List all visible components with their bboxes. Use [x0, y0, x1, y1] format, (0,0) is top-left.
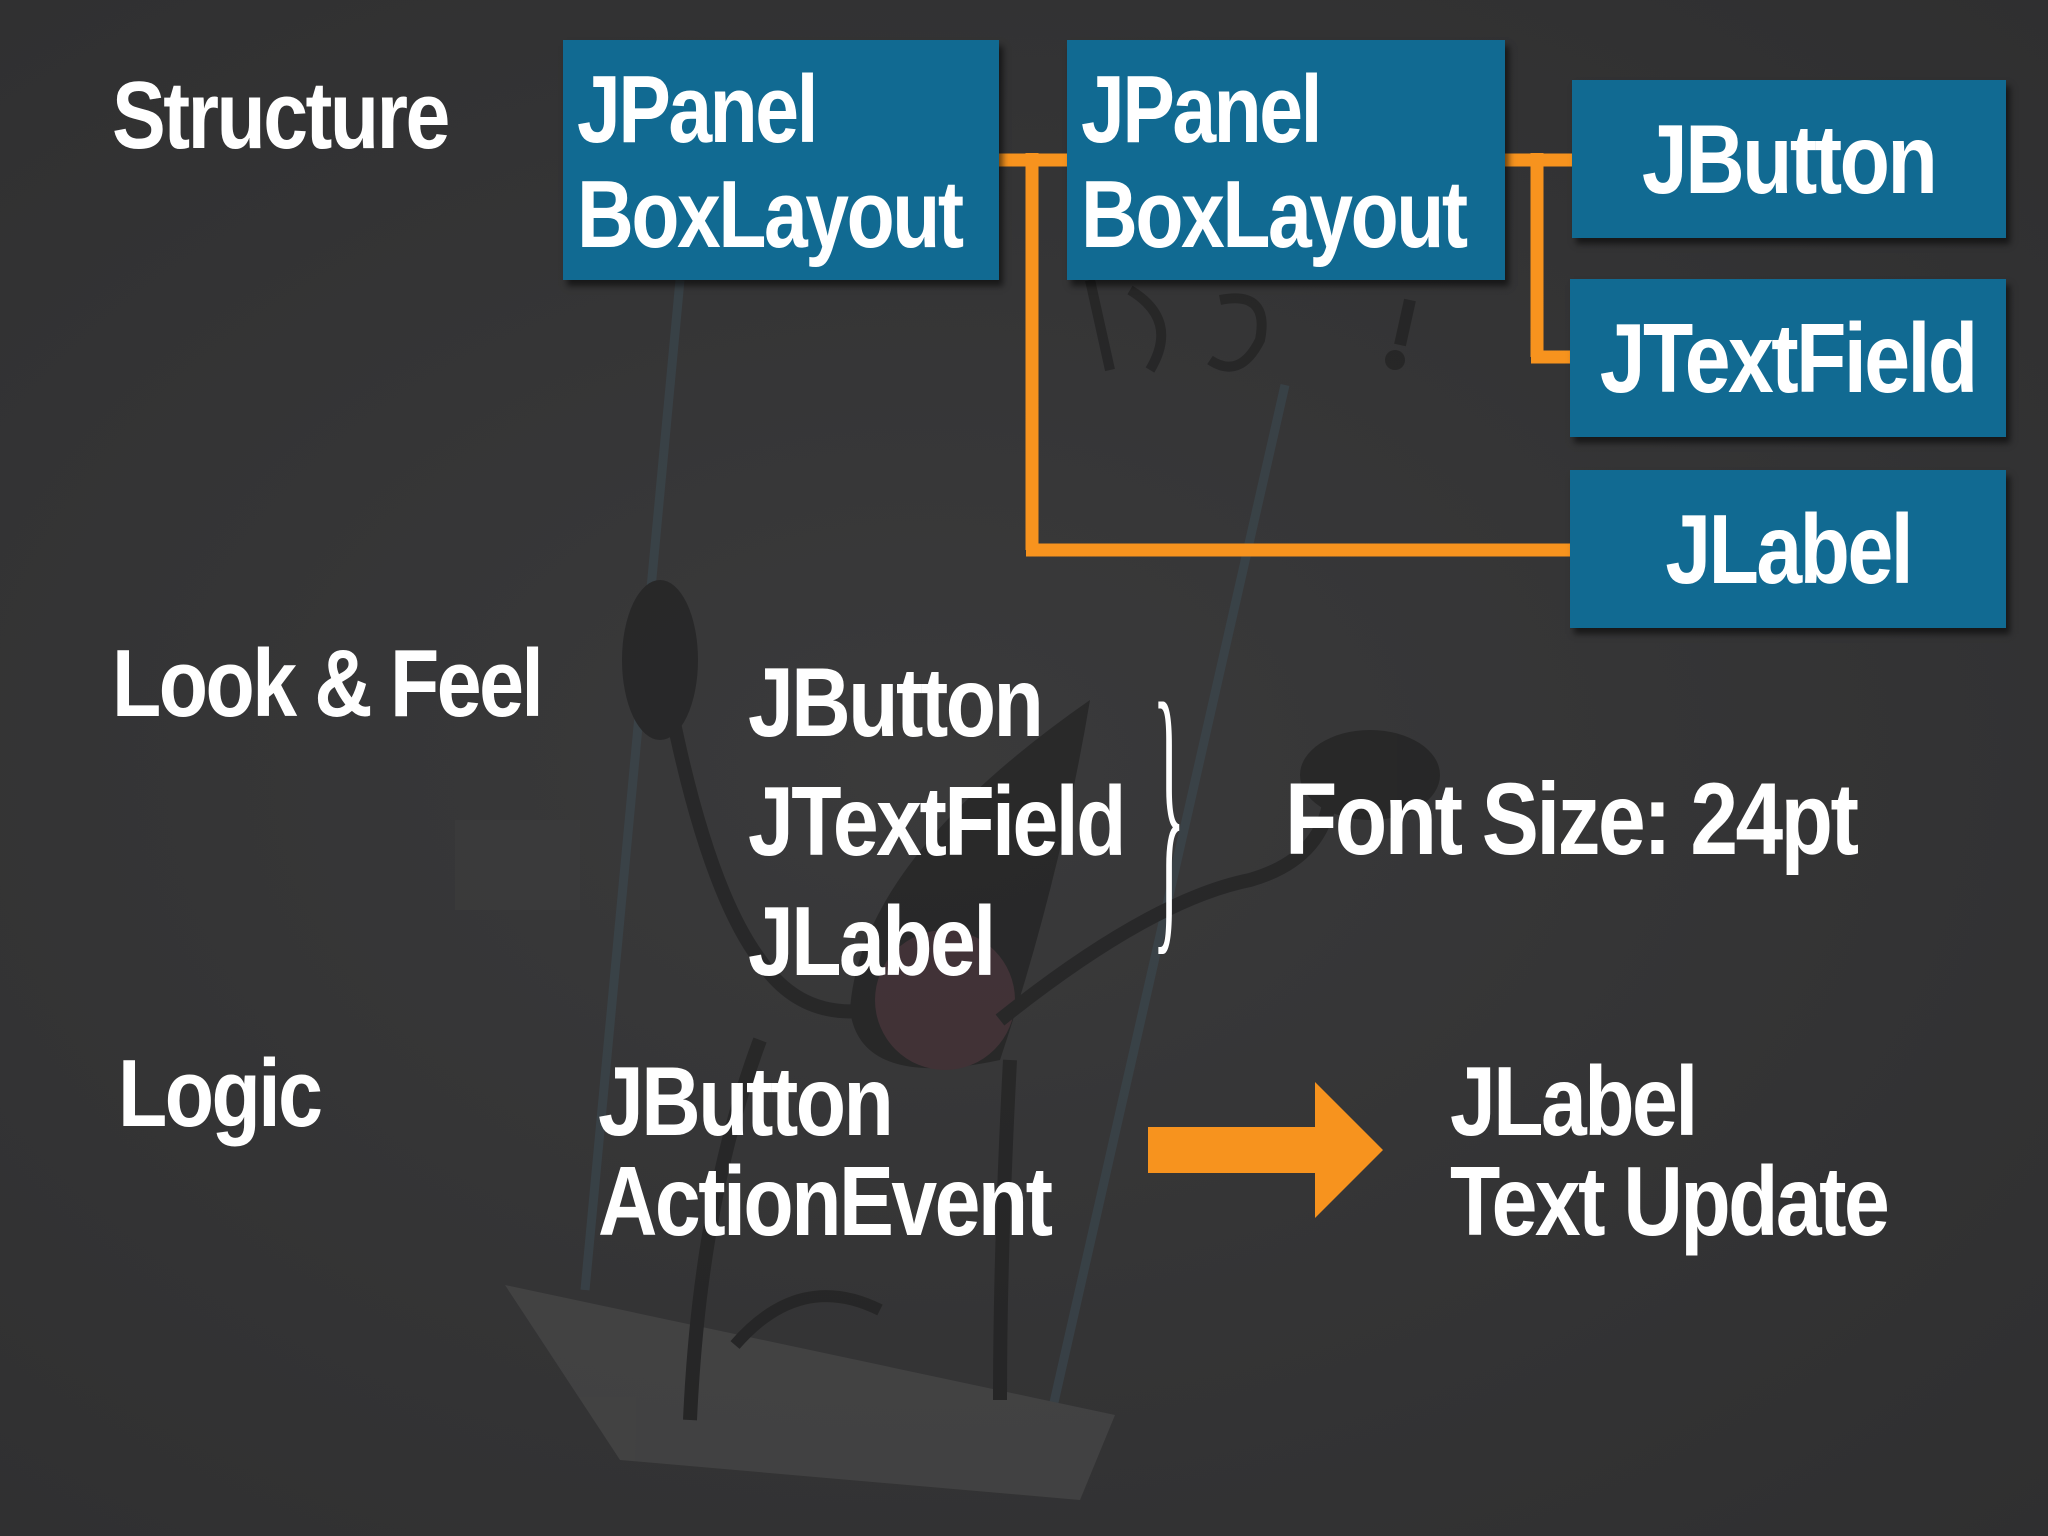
- child-panel-layout: BoxLayout: [1081, 161, 1468, 268]
- root-panel-box: JPanel BoxLayout: [563, 40, 999, 280]
- logic-target-action: Text Update: [1450, 1146, 1890, 1256]
- jbutton-box-label: JButton: [1642, 104, 1938, 214]
- look-feel-jlabel: JLabel: [748, 886, 996, 996]
- look-and-feel-title: Look & Feel: [112, 630, 544, 737]
- logic-source-event: ActionEvent: [598, 1146, 1053, 1256]
- jtextfield-box: JTextField: [1570, 279, 2006, 437]
- logic-title: Logic: [118, 1040, 323, 1147]
- look-feel-jbutton: JButton: [748, 647, 1044, 757]
- root-panel-type: JPanel: [577, 56, 818, 163]
- jbutton-box: JButton: [1572, 80, 2006, 238]
- child-panel-type: JPanel: [1081, 56, 1322, 163]
- logic-target-component: JLabel: [1450, 1046, 1698, 1156]
- logic-source-component: JButton: [598, 1046, 894, 1156]
- jtextfield-box-label: JTextField: [1600, 303, 1978, 413]
- font-size-setting: Font Size: 24pt: [1285, 762, 1859, 876]
- look-feel-jtextfield: JTextField: [748, 766, 1126, 876]
- child-panel-box: JPanel BoxLayout: [1067, 40, 1505, 280]
- root-panel-layout: BoxLayout: [577, 161, 964, 268]
- jlabel-box: JLabel: [1570, 470, 2006, 628]
- grouping-brace: }: [1152, 641, 1186, 981]
- jlabel-box-label: JLabel: [1665, 494, 1913, 604]
- structure-title: Structure: [112, 62, 450, 169]
